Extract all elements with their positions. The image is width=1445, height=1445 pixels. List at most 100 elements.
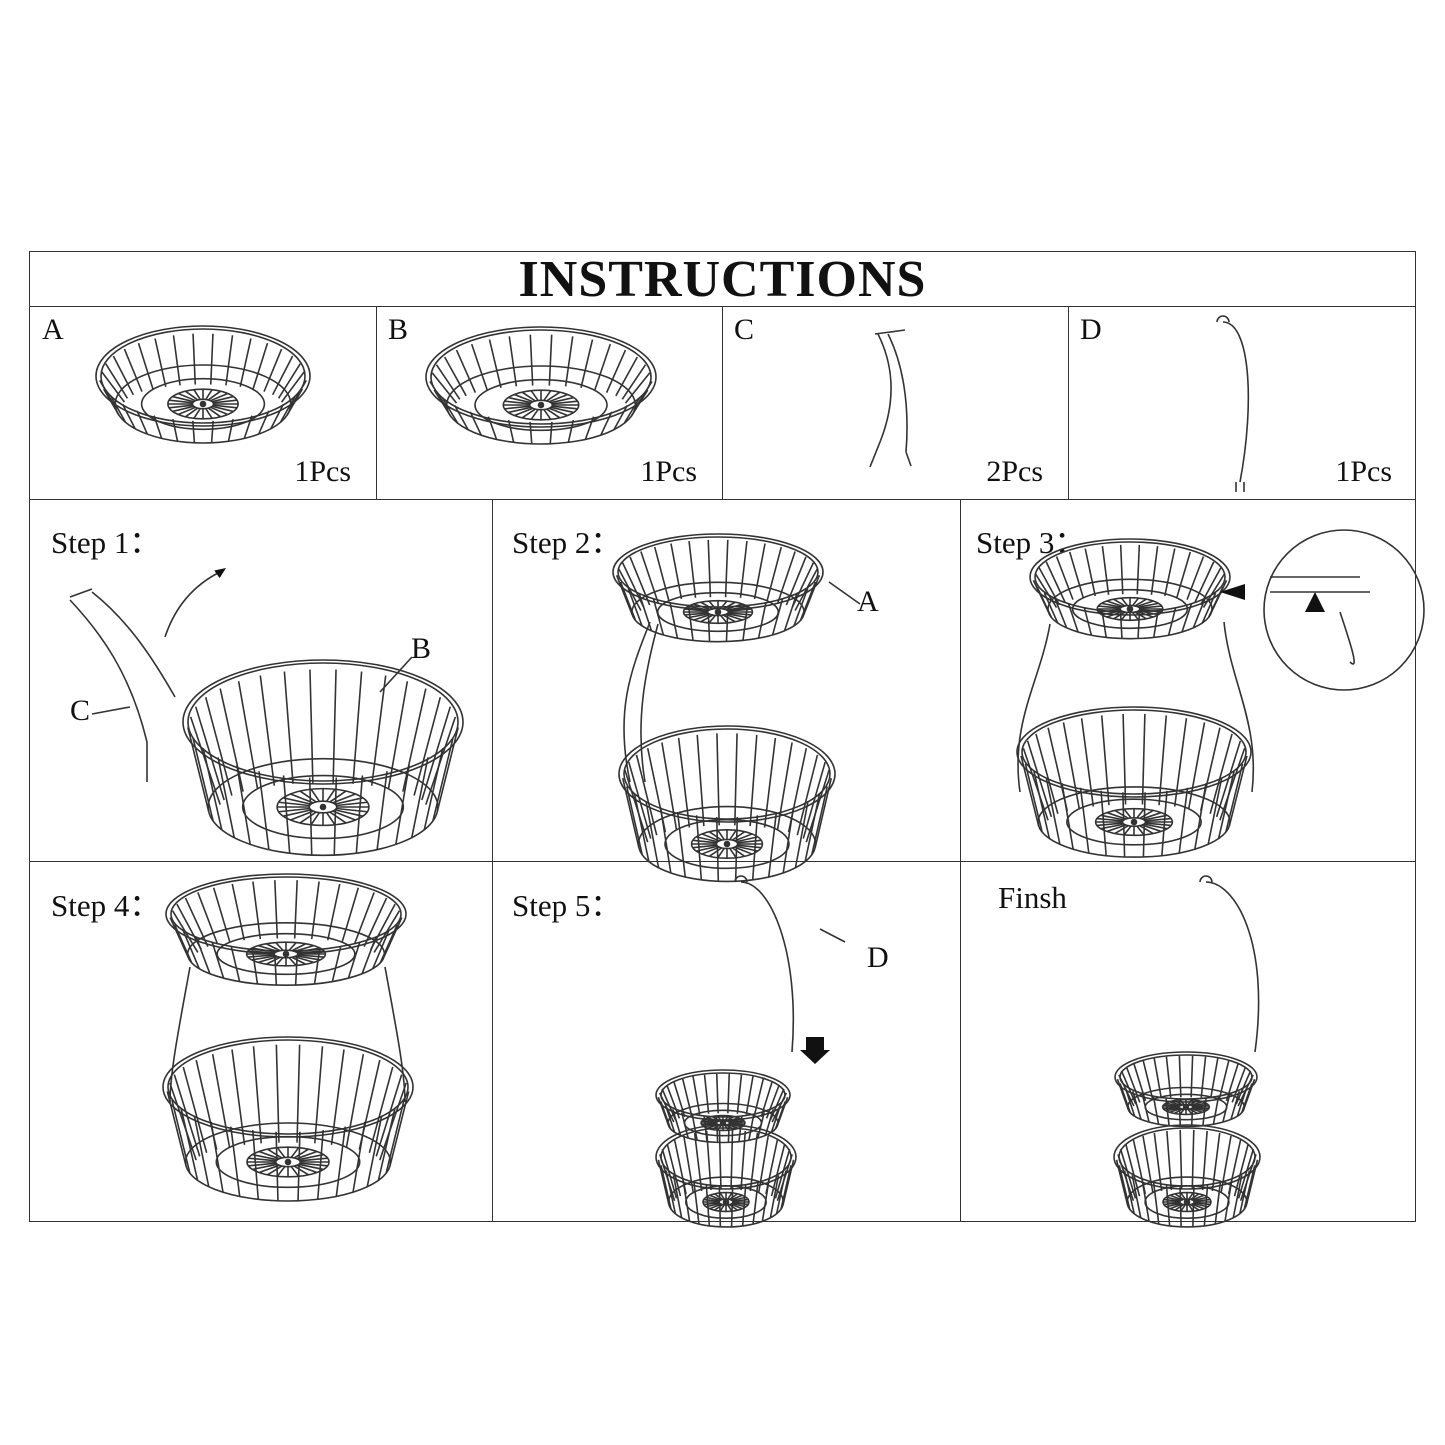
basket-wire: [1150, 545, 1159, 595]
basket-wire: [194, 706, 225, 801]
basket-spoke: [1131, 611, 1140, 621]
basket-wire: [1152, 1182, 1160, 1225]
basket-spoke: [707, 1117, 719, 1123]
basket-spoke: [521, 391, 536, 402]
basket-wire: [441, 397, 459, 424]
basket-spoke: [717, 829, 725, 841]
basket-spoke: [708, 831, 723, 841]
divider: [30, 861, 1415, 862]
basket-wire: [193, 1115, 210, 1187]
basket-spoke: [709, 1203, 722, 1210]
basket-spoke: [693, 603, 711, 611]
part-b-basket: [425, 326, 657, 445]
basket-spoke: [329, 811, 347, 824]
basket-wire: [661, 742, 678, 830]
part-d-hook-icon: [1199, 875, 1260, 1053]
basket-wire: [1158, 715, 1168, 806]
basket-spoke: [504, 405, 531, 410]
basket-spoke: [530, 409, 539, 420]
basket-wire: [1142, 1060, 1154, 1100]
basket-spoke: [283, 797, 312, 805]
basket-wire: [677, 737, 691, 828]
basket-spoke: [296, 955, 321, 961]
basket-wire: [633, 794, 650, 862]
basket-wire: [455, 349, 477, 393]
part-c-leg-icon: [69, 588, 176, 782]
basket-wire: [1201, 1130, 1208, 1191]
basket-wire: [454, 405, 469, 431]
basket-wire: [672, 1175, 683, 1218]
basket-spoke: [731, 1202, 747, 1208]
step-label: Step 2：: [512, 525, 622, 560]
part-d-hook-icon: [1216, 315, 1250, 492]
basket-spoke: [247, 950, 275, 954]
basket-wire: [279, 396, 296, 423]
basket-wire: [283, 671, 294, 784]
basket-bottom-ring: [637, 805, 817, 883]
basket-wire: [776, 1096, 789, 1126]
basket-spoke: [265, 943, 281, 952]
basket-wire: [796, 754, 819, 836]
basket-spoke: [310, 812, 321, 826]
basket-wire: [435, 364, 461, 400]
basket-spoke: [736, 836, 758, 843]
basket-spoke: [1143, 814, 1168, 821]
basket-wire: [101, 371, 126, 403]
basket-wire: [172, 335, 181, 386]
basket-spoke: [1096, 822, 1123, 827]
basket-wire: [1033, 770, 1051, 839]
basket-spoke: [722, 601, 736, 610]
basket-wire: [1119, 610, 1123, 639]
basket-wire: [309, 669, 314, 783]
basket-wire: [1165, 1056, 1172, 1098]
basket-wire: [793, 587, 809, 627]
basket-center-hole: [714, 608, 722, 616]
basket-spoke: [705, 1202, 721, 1208]
basket-spoke: [205, 408, 213, 419]
basket-spoke: [1180, 1192, 1186, 1200]
basket-wire: [173, 924, 193, 964]
basket-spoke: [290, 1147, 300, 1158]
basket-wire: [741, 1184, 747, 1226]
basket-spoke: [275, 942, 284, 951]
part-count: 1Pcs: [640, 455, 697, 488]
basket-wire: [799, 581, 817, 621]
basket-wire: [716, 733, 720, 826]
detail-close-up: [1270, 576, 1370, 665]
basket-spoke: [251, 955, 276, 961]
basket-wire: [594, 343, 612, 391]
basket-rim: [95, 325, 311, 427]
basket-rim: [612, 533, 824, 611]
basket-spoke: [1180, 1204, 1186, 1212]
basket-center-hole: [1183, 1198, 1191, 1206]
basket-rim: [1119, 1054, 1253, 1100]
basket-spoke: [325, 788, 336, 802]
basket-wire: [715, 816, 720, 882]
basket-bottom-ring: [1126, 1176, 1248, 1228]
basket-wire: [802, 575, 821, 616]
basket-wire: [787, 747, 808, 833]
basket-wire: [600, 411, 613, 436]
basket-spoke: [1139, 824, 1154, 835]
part-c-leg-icon: [869, 329, 912, 468]
basket-spoke: [267, 1165, 283, 1176]
basket-rim: [1016, 706, 1252, 798]
basket-wire: [615, 356, 639, 397]
basket-wire: [296, 1044, 301, 1143]
basket-wire: [629, 556, 651, 606]
basket-wire: [209, 333, 214, 385]
basket-bottom-ring: [114, 364, 292, 444]
basket-wire: [727, 1073, 731, 1114]
part-c-leg-icon: [1017, 621, 1255, 793]
basket-spoke: [1174, 1193, 1184, 1201]
arrow-down-icon: [800, 1037, 830, 1064]
basket-wire: [275, 1044, 280, 1143]
basket-spoke: [1131, 597, 1140, 607]
basket-spoke: [213, 399, 237, 404]
basket-wire: [705, 1184, 711, 1226]
basket-wire: [628, 761, 652, 839]
basket-spoke: [1134, 611, 1147, 620]
basket-wire: [210, 420, 214, 443]
basket-wire: [715, 1073, 719, 1114]
basket-spoke: [169, 399, 193, 404]
